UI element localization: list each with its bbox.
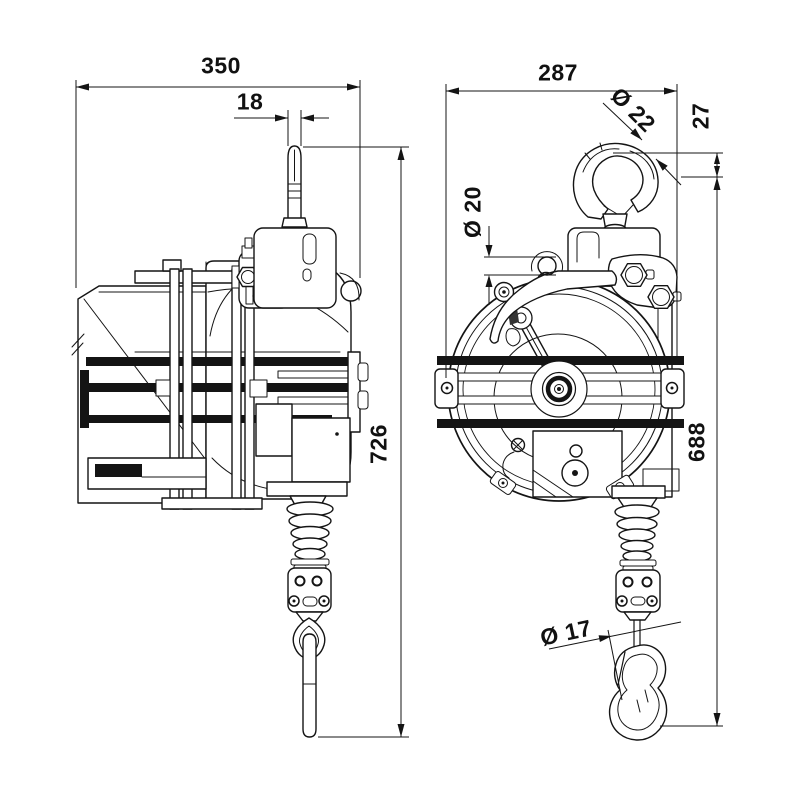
dim-label-side-stud-width: 18 — [236, 88, 264, 115]
dim-label-front-hook-offset: 27 — [687, 102, 714, 130]
front-view — [434, 84, 723, 741]
front-top-hook — [572, 142, 659, 235]
side-lower-unit — [87, 403, 351, 506]
front-coil-spring — [611, 485, 666, 572]
front-dimension-lines — [445, 84, 723, 727]
front-bottom-snap-hook — [608, 644, 668, 741]
side-coil-spring — [286, 501, 334, 571]
side-rope-guide-roller — [340, 280, 362, 302]
front-center-hub — [530, 360, 588, 418]
front-hex-bolt-upper — [620, 263, 648, 287]
dim-label-front-hanger-hole-dia: Ø 20 — [459, 186, 486, 238]
side-dimension-lines — [75, 80, 409, 738]
dim-label-side-overall-width: 350 — [201, 52, 241, 79]
front-bolt-plate — [607, 254, 682, 309]
side-bottom-hook — [292, 617, 326, 738]
side-view — [71, 80, 409, 738]
side-hanger-bracket — [231, 227, 362, 309]
front-screw-head — [510, 437, 526, 453]
front-hex-bolt-lower — [647, 285, 675, 309]
side-top-stud — [281, 145, 308, 228]
dim-label-front-overall-width: 287 — [538, 59, 578, 86]
dim-label-front-working-length: 688 — [683, 422, 710, 462]
front-cable-clamp — [615, 569, 661, 621]
dim-label-side-overall-height: 726 — [365, 424, 392, 464]
side-cable-clamp — [287, 567, 332, 622]
